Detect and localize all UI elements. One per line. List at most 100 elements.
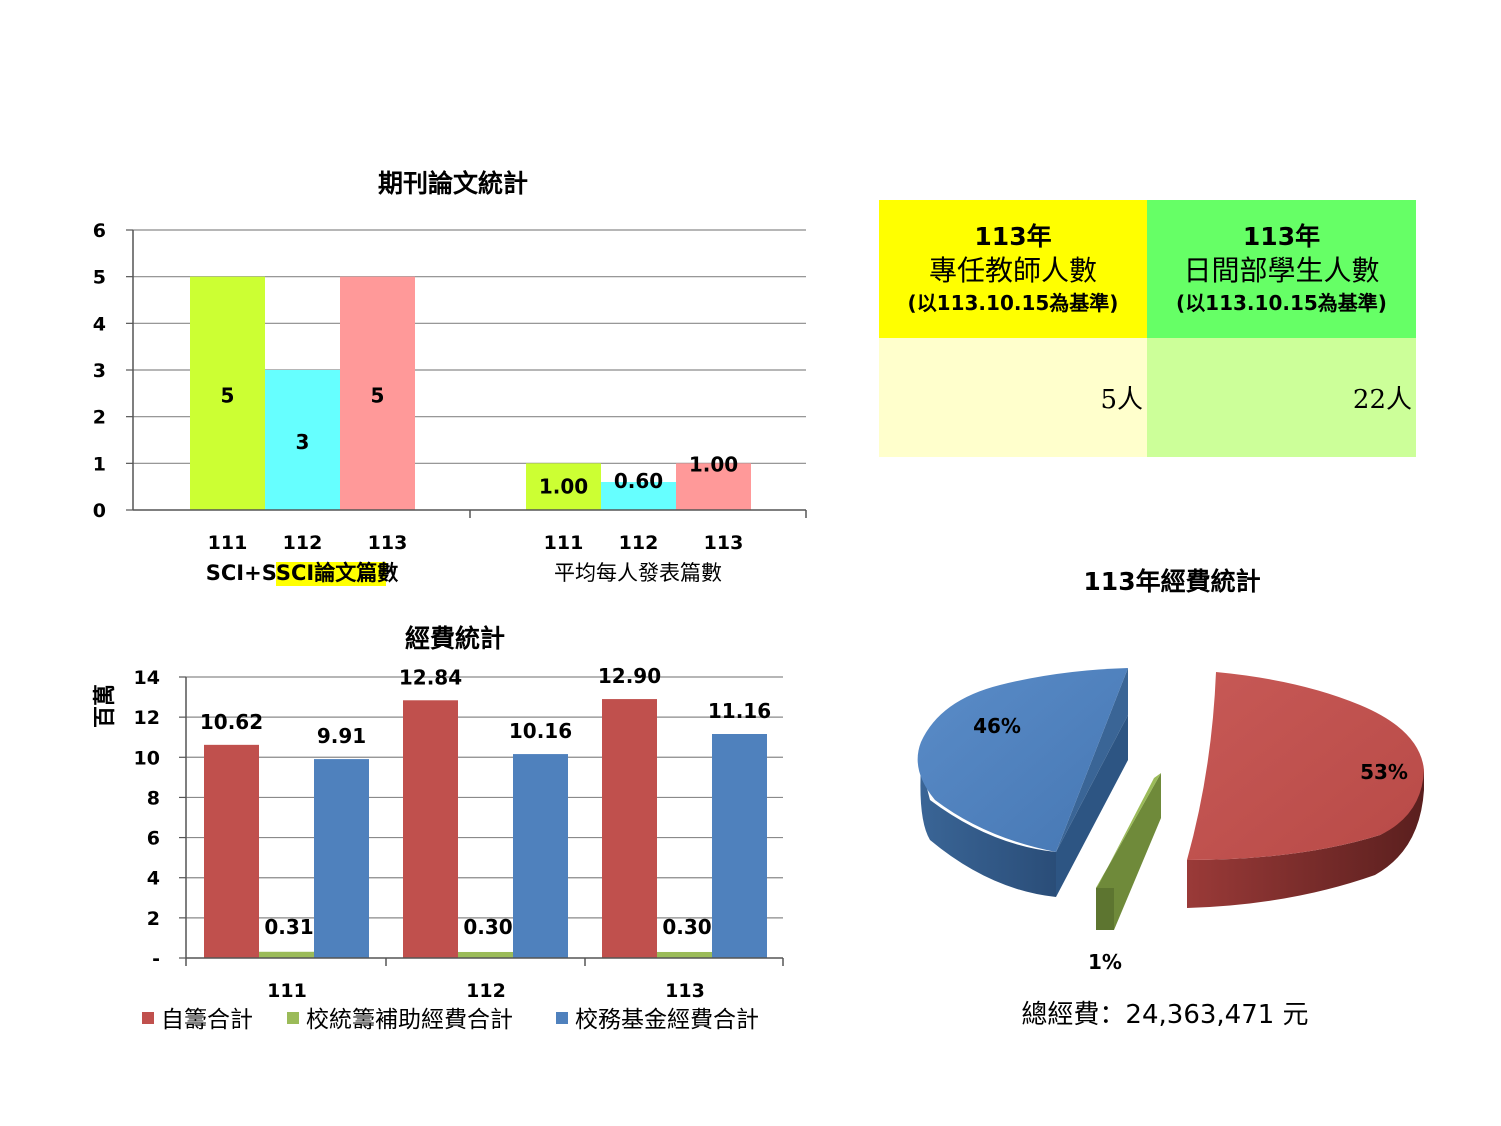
bar bbox=[265, 370, 340, 510]
chart-title: 113年經費統計 bbox=[1083, 567, 1260, 596]
y-tick-label: 2 bbox=[147, 908, 160, 930]
total-funding-text: 總經費：24,363,471 元 bbox=[1021, 1000, 1309, 1030]
y-tick-label: 8 bbox=[147, 787, 160, 809]
group-label: SCI+SSCI論文篇數 bbox=[206, 561, 398, 585]
y-tick-label: 4 bbox=[93, 313, 106, 335]
data-label: 1.00 bbox=[539, 474, 588, 498]
student-header-year: 113年 bbox=[1242, 222, 1321, 251]
y-axis-ticks: 0 1 2 3 4 5 6 bbox=[93, 220, 133, 522]
data-label: 1.00 bbox=[689, 452, 738, 476]
data-label: 0.60 bbox=[614, 469, 663, 493]
student-header-note: (以113.10.15為基準) bbox=[1176, 291, 1387, 315]
faculty-header: 113年 專任教師人數 (以113.10.15為基準) bbox=[879, 200, 1147, 338]
data-label: 5 bbox=[371, 384, 385, 408]
data-label: 10.62 bbox=[200, 710, 263, 734]
y-tick-label: 4 bbox=[147, 868, 160, 890]
data-label: 9.91 bbox=[317, 724, 366, 748]
data-label: 12.84 bbox=[399, 665, 462, 689]
y-axis-label: 百萬 bbox=[93, 684, 118, 728]
y-tick-label: 1 bbox=[93, 453, 106, 475]
category-label: 111 bbox=[267, 980, 307, 1002]
data-label: 5 bbox=[221, 384, 235, 408]
legend: 自籌合計 校統籌補助經費合計 校務基金經費合計 bbox=[142, 1007, 759, 1033]
legend-label: 校統籌補助經費合計 bbox=[306, 1007, 513, 1033]
pie-labels: 53% 1% 46% bbox=[973, 714, 1408, 974]
x-axis-labels: 111 112 113 bbox=[267, 980, 705, 1002]
pie-slice-green bbox=[1096, 773, 1161, 930]
bar bbox=[513, 754, 568, 958]
bar bbox=[403, 700, 458, 958]
highlight-mark bbox=[276, 562, 386, 586]
faculty-header-year: 113年 bbox=[974, 222, 1052, 251]
pie-label: 46% bbox=[973, 714, 1021, 738]
y-tick-label: 0 bbox=[93, 500, 106, 522]
funding-pie-chart: 113年經費統計 53% 1% 46% bbox=[917, 567, 1424, 974]
category-label: 112 bbox=[619, 532, 659, 554]
data-label: 3 bbox=[296, 430, 310, 454]
category-label: 113 bbox=[665, 980, 705, 1002]
category-label: 112 bbox=[466, 980, 506, 1002]
y-tick-label: 12 bbox=[134, 707, 160, 729]
data-labels: 5 3 5 1.00 0.60 1.00 bbox=[221, 384, 739, 499]
axes bbox=[185, 677, 784, 966]
faculty-header-note: (以113.10.15為基準) bbox=[907, 291, 1119, 315]
student-header: 113年 日間部學生人數 (以113.10.15為基準) bbox=[1147, 200, 1416, 338]
pie-slice-red bbox=[1187, 672, 1424, 908]
y-axis-ticks: - 2 4 6 8 10 12 14 bbox=[134, 667, 186, 970]
bar bbox=[526, 463, 601, 510]
bar bbox=[314, 759, 369, 958]
category-label: 111 bbox=[208, 532, 248, 554]
chart-title: 期刊論文統計 bbox=[378, 169, 528, 198]
y-tick-label: - bbox=[152, 948, 160, 970]
data-label: 12.90 bbox=[598, 664, 661, 688]
bar bbox=[190, 276, 265, 510]
y-tick-label: 2 bbox=[93, 407, 106, 429]
bar bbox=[676, 463, 751, 510]
group-label: 平均每人發表篇數 bbox=[554, 561, 722, 585]
y-tick-label: 6 bbox=[93, 220, 106, 242]
journal-papers-chart: 期刊論文統計 0 1 2 3 4 5 6 5 3 5 1.00 0.60 1.00 111 112 113… bbox=[93, 169, 807, 586]
category-label: 112 bbox=[283, 532, 323, 554]
category-label: 113 bbox=[368, 532, 408, 554]
legend-swatch bbox=[142, 1012, 154, 1024]
student-count: 22人 bbox=[1147, 338, 1416, 457]
data-label: 0.30 bbox=[662, 915, 711, 939]
faculty-count: 5人 bbox=[879, 338, 1147, 457]
bar bbox=[712, 734, 767, 958]
gridlines bbox=[186, 676, 783, 919]
category-label: 113 bbox=[704, 532, 744, 554]
bars bbox=[190, 276, 751, 510]
bar bbox=[657, 951, 712, 958]
axes bbox=[132, 230, 807, 518]
y-tick-label: 14 bbox=[134, 667, 160, 689]
data-label: 11.16 bbox=[708, 699, 771, 723]
bar bbox=[601, 482, 676, 510]
faculty-header-title: 專任教師人數 bbox=[928, 254, 1097, 287]
y-tick-label: 6 bbox=[147, 828, 160, 850]
legend-swatch bbox=[287, 1012, 299, 1024]
bar bbox=[602, 699, 657, 958]
y-tick-label: 3 bbox=[93, 360, 106, 382]
data-labels: 10.620.319.9112.840.3010.1612.900.3011.1… bbox=[200, 664, 771, 939]
pie-label: 1% bbox=[1088, 950, 1122, 974]
student-header-title: 日間部學生人數 bbox=[1183, 254, 1380, 287]
data-label: 10.16 bbox=[509, 719, 572, 743]
bars bbox=[204, 699, 767, 958]
bar bbox=[204, 744, 259, 958]
chart-title: 經費統計 bbox=[405, 624, 505, 653]
y-tick-label: 5 bbox=[93, 267, 106, 289]
y-tick-label: 10 bbox=[134, 747, 160, 769]
legend-swatch bbox=[556, 1012, 568, 1024]
bar bbox=[259, 951, 314, 958]
bar bbox=[458, 951, 513, 958]
stats-table: 113年 專任教師人數 (以113.10.15為基準) 113年 日間部學生人數… bbox=[879, 200, 1416, 457]
pie-label: 53% bbox=[1360, 760, 1408, 784]
category-label: 111 bbox=[544, 532, 584, 554]
legend-label: 校務基金經費合計 bbox=[575, 1007, 759, 1033]
legend-label: 自籌合計 bbox=[161, 1007, 253, 1033]
pie-slice-blue bbox=[917, 668, 1128, 897]
bar bbox=[340, 276, 415, 510]
